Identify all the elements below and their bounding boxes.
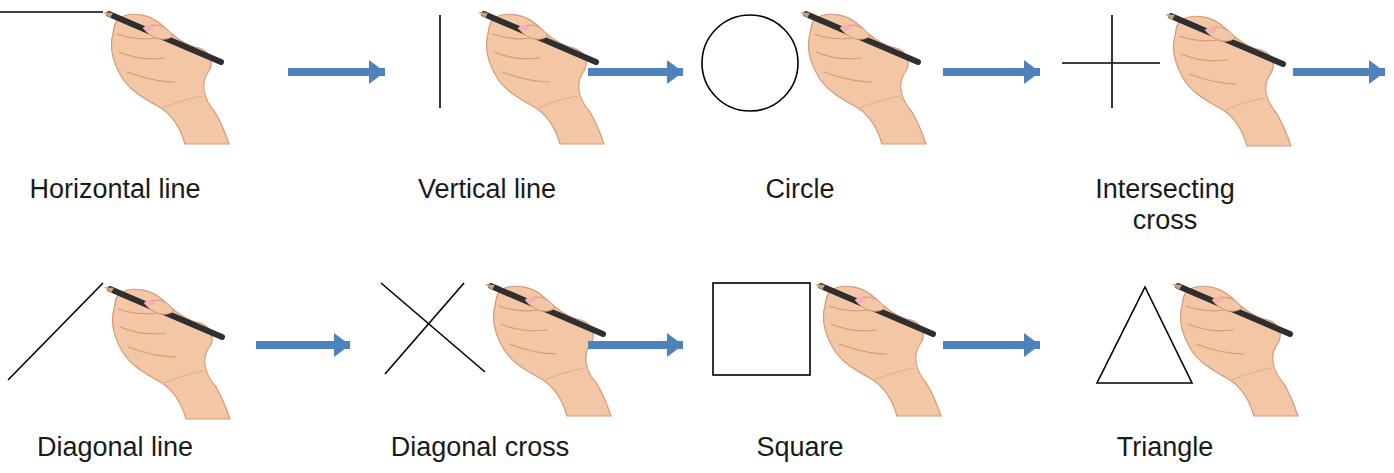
flow-arrow (288, 68, 385, 76)
intersecting-cross-shape (1062, 15, 1160, 108)
vertical-line-shape (439, 15, 441, 108)
drawing-step: Vertical line (388, 0, 585, 235)
square-shape (713, 283, 810, 375)
hand-with-pencil (800, 12, 926, 144)
drawing-step: Diagonal line (0, 275, 253, 473)
hand-with-pencil (103, 12, 229, 144)
drawing-step: Circle (686, 0, 940, 235)
triangle-shape (1097, 287, 1192, 383)
step-caption: Intersecting cross (1065, 174, 1265, 236)
flow-arrow (588, 68, 683, 76)
flow-arrow (588, 341, 683, 349)
flow-arrow (943, 68, 1040, 76)
step-caption: Circle (700, 174, 900, 205)
hand-with-pencil (815, 284, 941, 416)
drawing-step: Square (686, 275, 940, 473)
flow-arrow (943, 341, 1040, 349)
flow-arrow (256, 341, 350, 349)
step-caption: Diagonal cross (370, 432, 590, 463)
continuation-arrow (1293, 68, 1385, 76)
step-caption: Square (700, 432, 900, 463)
step-caption: Diagonal line (5, 432, 225, 463)
circle-shape (702, 15, 798, 111)
horizontal-line-shape (0, 11, 103, 13)
drawing-step: Intersecting cross (1043, 0, 1288, 240)
step-caption: Triangle (1065, 432, 1265, 463)
step-caption: Vertical line (392, 174, 582, 205)
hand-with-pencil (1172, 284, 1298, 416)
diagonal-cross-shape (381, 283, 485, 374)
diagonal-line-shape (8, 283, 103, 380)
hand-with-pencil (485, 284, 611, 416)
step-caption: Horizontal line (5, 174, 225, 205)
drawing-step: Horizontal line (0, 0, 285, 235)
drawing-step: Triangle (1043, 275, 1300, 473)
hand-with-pencil (478, 12, 604, 144)
hand-with-pencil (1165, 14, 1291, 146)
hand-with-pencil (104, 287, 230, 419)
drawing-step: Diagonal cross (353, 275, 585, 473)
